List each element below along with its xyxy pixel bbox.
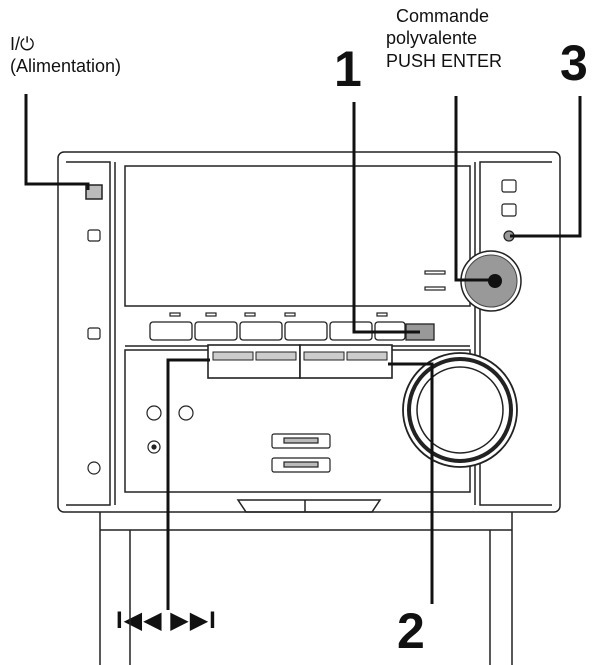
display-window: [124, 165, 471, 307]
rewind-button[interactable]: [212, 351, 254, 361]
skip-back-button[interactable]: [255, 351, 297, 361]
callout-number-1: 1: [334, 41, 362, 97]
multi-control-knob-center: [488, 274, 502, 288]
multi-control-label-line3: PUSH ENTER: [386, 51, 503, 71]
function-button-2[interactable]: [194, 321, 238, 341]
callout-2-leader-line: [388, 362, 434, 604]
power-symbol-label: I/⏻: [10, 34, 35, 54]
skip-back-group-outline: [207, 344, 301, 379]
power-leader-line: [24, 94, 90, 190]
skip-buttons-symbol: I◀◀ ▶▶I: [116, 607, 217, 634]
base-drawer: [236, 499, 382, 513]
multi-control-label-line1: Commande: [396, 6, 490, 26]
cassette-button-1: [146, 405, 162, 421]
left-side-panel: [66, 161, 111, 506]
left-small-button-3: [87, 461, 101, 475]
callout-1-leader-line: [352, 102, 420, 334]
left-small-button-1: [87, 229, 101, 242]
function-button-1[interactable]: [149, 321, 193, 341]
skip-forward-button[interactable]: [303, 351, 345, 361]
callout-3-leader-line: [510, 96, 582, 238]
callout-number-3: 3: [560, 35, 588, 91]
power-name-label: (Alimentation): [10, 56, 122, 76]
fast-forward-button[interactable]: [346, 351, 388, 361]
volume-knob[interactable]: [416, 366, 504, 454]
function-button-4[interactable]: [284, 321, 328, 341]
power-button[interactable]: [85, 184, 103, 200]
right-small-button-1: [501, 179, 517, 193]
left-small-button-2: [87, 327, 101, 340]
right-side-panel: [479, 161, 552, 506]
multi-control-label-line2: polyvalente: [386, 28, 478, 48]
skip-leader-line: [166, 358, 210, 610]
cassette-button-2: [178, 405, 194, 421]
callout-number-2: 2: [397, 603, 425, 659]
function-button-3[interactable]: [239, 321, 283, 341]
multi-control-leader-line: [454, 96, 494, 282]
right-small-button-2: [501, 203, 517, 217]
skip-forward-group-outline: [299, 344, 393, 379]
